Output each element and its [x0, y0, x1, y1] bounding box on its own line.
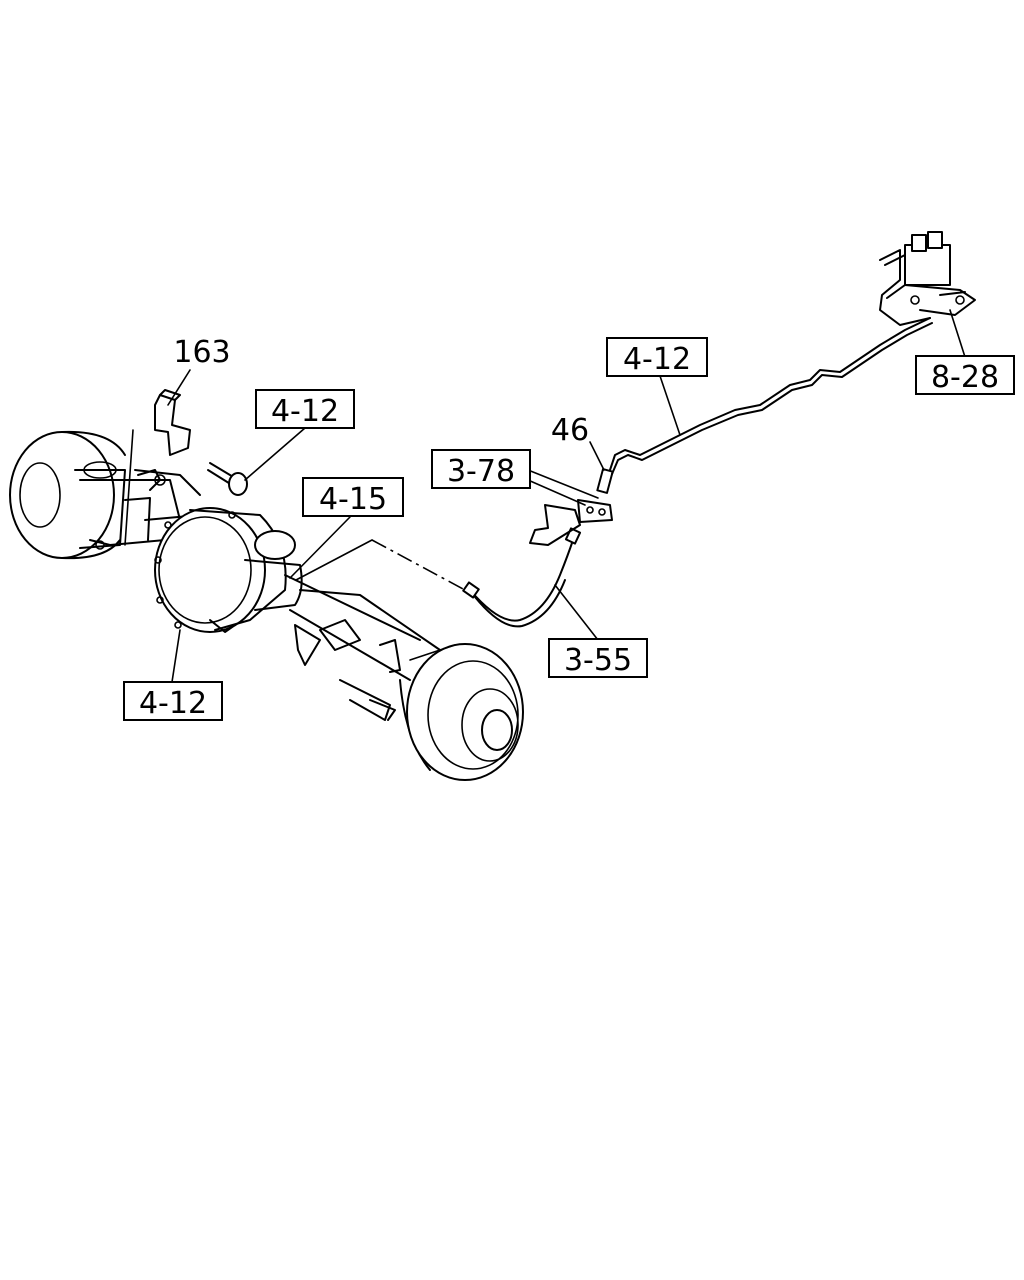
leader-lines [124, 309, 966, 683]
rigid-brake-pipe [609, 317, 933, 475]
callout-label: 4-12 [623, 342, 691, 377]
callout-label: 8-28 [931, 360, 999, 395]
callout-label: 3-78 [447, 454, 515, 489]
callout-4-15: 4-15 [302, 477, 404, 517]
callout-label: 4-12 [139, 686, 207, 721]
left-brake-drum [9, 430, 126, 560]
callout-label: 4-15 [319, 482, 387, 517]
callout-4-12-axle: 4-12 [123, 681, 223, 721]
hose-routing-line [371, 539, 466, 591]
junction-bracket [529, 499, 613, 546]
callout-46: 46 [551, 413, 589, 448]
flex-brake-hose [462, 527, 582, 628]
bolt [207, 462, 248, 496]
valve-assembly [879, 231, 976, 326]
right-brake-drum [399, 643, 524, 781]
callout-label: 163 [173, 335, 230, 370]
callout-3-55: 3-55 [548, 638, 648, 678]
callout-8-28: 8-28 [915, 355, 1015, 395]
callout-4-12-top: 4-12 [606, 337, 708, 377]
bracket-163 [154, 389, 191, 456]
axle-tube-right [284, 574, 441, 721]
callout-label: 4-12 [271, 394, 339, 429]
callout-163: 163 [173, 335, 230, 370]
differential-housing [154, 507, 303, 633]
callout-label: 46 [551, 413, 589, 448]
callout-label: 3-55 [564, 643, 632, 678]
connector-46 [596, 468, 614, 494]
callout-4-12-bolt: 4-12 [255, 389, 355, 429]
callout-3-78: 3-78 [431, 449, 531, 489]
